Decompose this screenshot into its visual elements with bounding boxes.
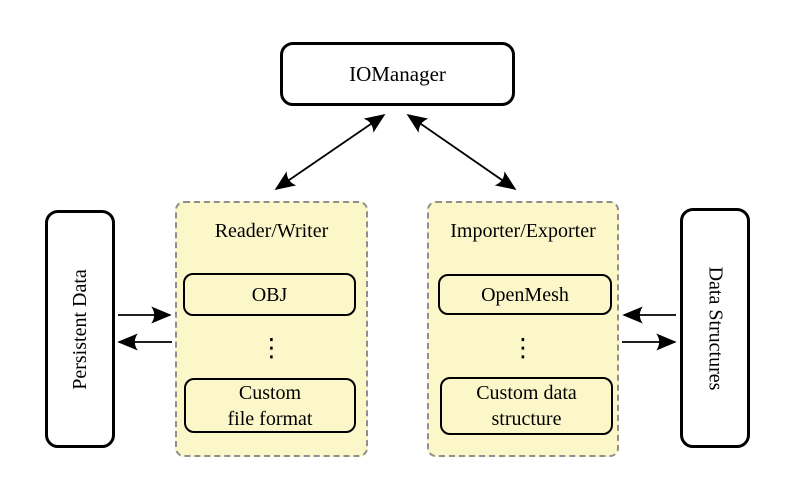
data-structures-node: Data Structures [680, 208, 750, 448]
data-structures-label: Data Structures [704, 266, 727, 390]
importer-exporter-ellipsis: ⋮ [510, 333, 536, 362]
obj-node: OBJ [183, 273, 356, 316]
custom-data-structure-line2: structure [491, 408, 562, 430]
persistent-data-label: Persistent Data [68, 268, 91, 390]
persistent-data-node: Persistent Data [45, 210, 115, 448]
iomanager-label: IOManager [349, 61, 446, 86]
reader-writer-title: Reader/Writer [214, 220, 329, 242]
openmesh-label: OpenMesh [481, 283, 569, 306]
custom-file-format-line1: Custom [238, 381, 302, 404]
openmesh-node: OpenMesh [438, 274, 612, 315]
arrow-iomanager-readerwriter [274, 114, 386, 190]
custom-data-structure-node: Custom data structure [440, 377, 613, 435]
custom-data-structure-line1: Custom data [476, 382, 577, 404]
custom-file-format-node: Custom file format [184, 378, 356, 433]
arrow-iomanager-importerexporter [406, 114, 517, 190]
custom-file-format-line2: file format [227, 407, 313, 430]
importer-exporter-title: Importer/Exporter [450, 220, 596, 242]
reader-writer-ellipsis: ⋮ [259, 333, 284, 362]
obj-label: OBJ [251, 283, 288, 306]
iomanager-node: IOManager [280, 42, 515, 106]
